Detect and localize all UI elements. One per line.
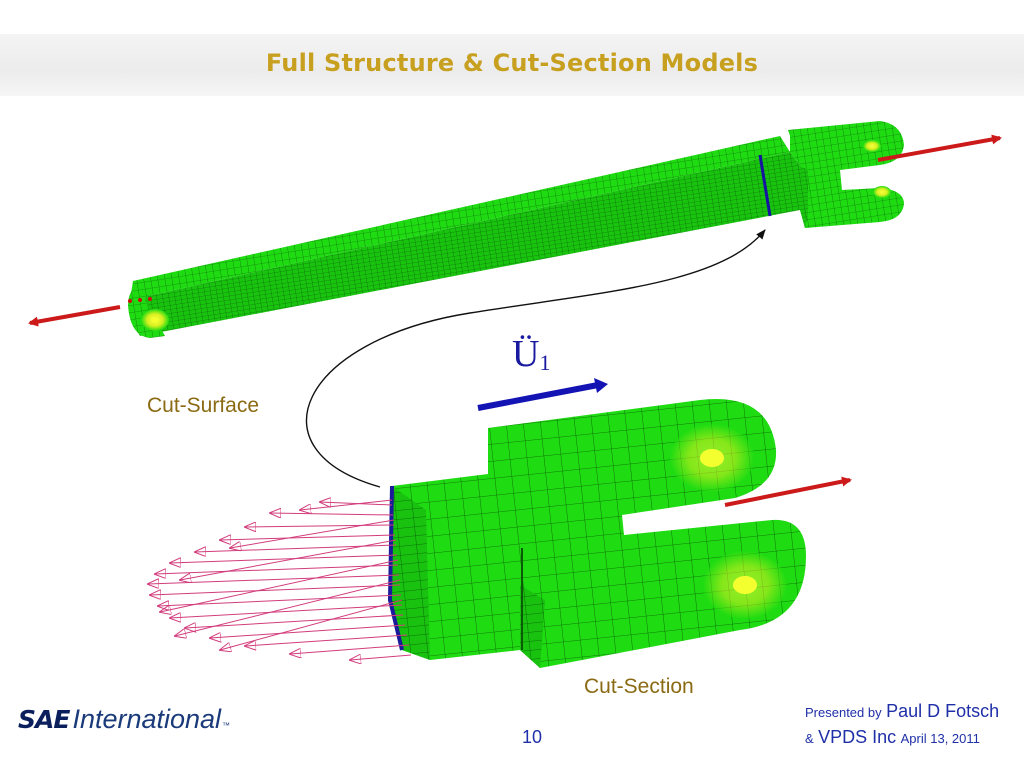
logo-tm: ™ bbox=[222, 721, 231, 730]
slide-title: Full Structure & Cut-Section Models bbox=[265, 49, 759, 77]
logo-international-text: International bbox=[72, 704, 222, 734]
acceleration-label: Ü1 bbox=[512, 332, 550, 376]
sae-international-logo: SAE International ™ bbox=[18, 704, 230, 740]
ampersand: & bbox=[805, 731, 814, 746]
title-band bbox=[0, 34, 1024, 96]
left-load-arrow bbox=[28, 305, 121, 327]
cut-surface-label: Cut-Surface bbox=[147, 394, 260, 417]
presented-by-text: Presented by bbox=[805, 705, 882, 720]
presenter-name: Paul D Fotsch bbox=[886, 701, 1000, 721]
cut-section-model bbox=[387, 399, 806, 668]
acceleration-arrow bbox=[477, 382, 599, 411]
acceleration-subscript: 1 bbox=[539, 350, 551, 375]
cut-surface-load-arrows bbox=[148, 500, 412, 660]
cut-section-label: Cut-Section bbox=[584, 675, 694, 698]
cut-section-load-arrow bbox=[724, 476, 852, 507]
acceleration-symbol: Ü bbox=[512, 333, 540, 375]
presentation-date: April 13, 2011 bbox=[900, 731, 980, 746]
logo-sae-text: SAE bbox=[18, 705, 70, 734]
right-load-arrow-top bbox=[877, 134, 1002, 162]
cut-connection-arrow bbox=[305, 229, 766, 488]
presenter-credit: Presented by Paul D Fotsch & VPDS Inc Ap… bbox=[805, 699, 999, 751]
page-number: 10 bbox=[522, 727, 543, 747]
full-structure-model bbox=[128, 121, 904, 338]
company-name: VPDS Inc bbox=[818, 727, 897, 747]
acceleration-arrowhead bbox=[594, 378, 608, 393]
